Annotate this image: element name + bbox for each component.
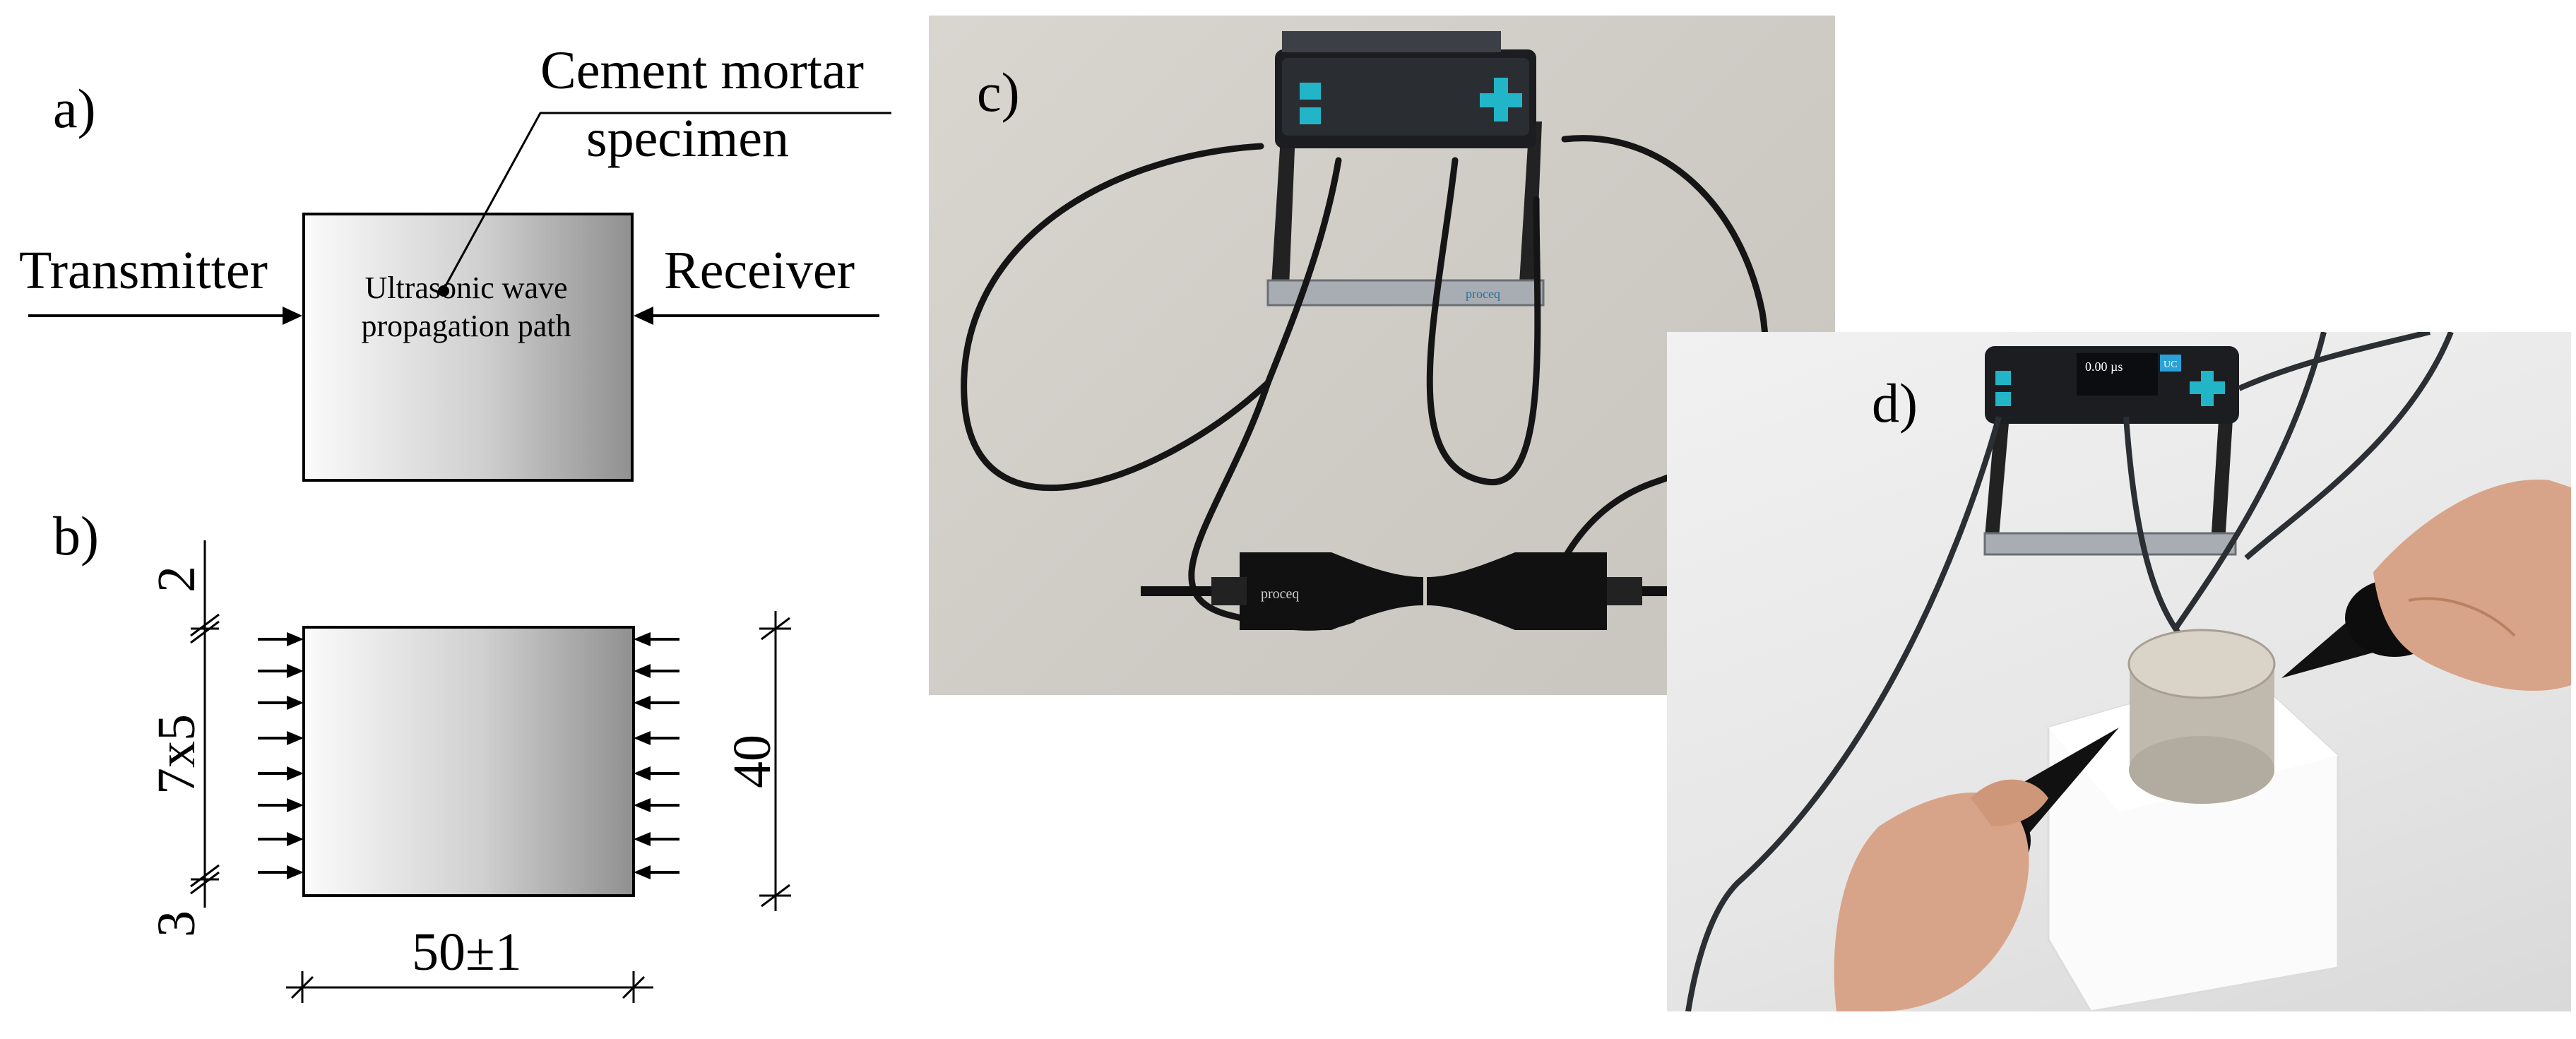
path-label-line2: propagation path: [361, 309, 571, 343]
pundit-device: proceq: [1266, 31, 1545, 307]
panel-d-photo: 0.00 µs UC: [1667, 332, 2571, 1011]
left-dimension-line: [190, 540, 220, 908]
transducers: proceq: [1141, 552, 1727, 630]
panel-c-illustration: proceq proceq: [961, 31, 1769, 631]
mortar-specimen: [2127, 629, 2276, 804]
leader-dot: [438, 285, 449, 297]
panel-letter-d: d): [1872, 372, 1918, 434]
dim-bottom-label: 3: [147, 910, 206, 937]
left-arrows: [258, 632, 304, 879]
specimen-leader-line: [442, 112, 891, 290]
dim-width-label: 50±1: [412, 922, 522, 982]
panel-d-illustration: 0.00 µs UC: [1685, 332, 2571, 1011]
right-arrows: [634, 632, 679, 879]
bottom-dimension-line: [286, 971, 653, 1003]
receiver-label: Receiver: [664, 241, 855, 300]
dim-left-label: 7x5: [147, 714, 206, 795]
dim-right-label: 40: [723, 735, 782, 788]
pundit-device-d: 0.00 µs UC: [1983, 346, 2239, 556]
panel-letter-c: c): [977, 61, 1020, 123]
specimen-box-a: [302, 213, 634, 482]
transducer-brand-text: proceq: [1261, 586, 1299, 602]
panel-c-photo: proceq proceq c): [929, 16, 1835, 695]
device-brand-text: proceq: [1466, 287, 1500, 301]
hands: [1834, 480, 2571, 1011]
screen-value-text: 0.00 µs: [2085, 360, 2123, 374]
panel-letter-a: a): [53, 78, 96, 139]
specimen-box-b: [302, 626, 635, 897]
dim-top-label: 2: [147, 566, 206, 593]
specimen-label-line1: Cement mortar: [540, 41, 864, 100]
cables: [961, 135, 1769, 631]
specimen-label-line2: specimen: [586, 109, 790, 168]
path-label-line1: Ultrasonic wave: [364, 271, 568, 305]
transmitter-label: Transmitter: [19, 241, 268, 300]
panel-letter-b: b): [53, 505, 99, 566]
right-dimension-line: [759, 611, 791, 911]
screen-tag-text: UC: [2164, 360, 2177, 370]
